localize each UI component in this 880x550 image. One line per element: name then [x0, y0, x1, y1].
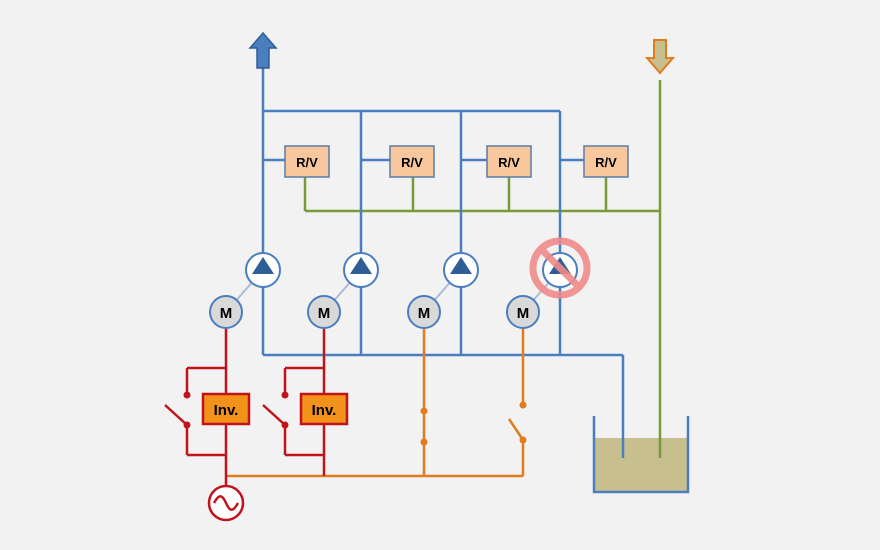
down-arrow-icon: [644, 39, 676, 75]
hydraulic-tank: [592, 416, 690, 494]
rv-label: R/V: [401, 155, 423, 170]
inverter-box-1: Inv.: [201, 392, 251, 426]
motor-icon: M: [307, 295, 341, 329]
motor-label: M: [418, 305, 431, 322]
switch-contact: [183, 391, 191, 399]
rv-valve-2: R/V: [389, 145, 435, 178]
inverter-label: Inv.: [312, 402, 337, 419]
contactor-switch-4: [507, 401, 527, 444]
motor-icon: M: [506, 295, 540, 329]
inverter-label: Inv.: [214, 402, 239, 419]
motor-label: M: [318, 305, 331, 322]
rv-valve-1: R/V: [284, 145, 330, 178]
inverter-box-2: Inv.: [299, 392, 349, 426]
switch-contact: [281, 391, 289, 399]
switch-contact: [281, 421, 289, 429]
contactor-switch-3: [420, 407, 428, 446]
pump-icon: [245, 252, 281, 288]
motor-label: M: [220, 305, 233, 322]
rv-valve-4: R/V: [583, 145, 629, 178]
up-arrow-icon: [248, 31, 278, 69]
rv-label: R/V: [595, 155, 617, 170]
motor-label: M: [517, 305, 530, 322]
motor-icon: M: [407, 295, 441, 329]
ac-source-icon: [207, 484, 245, 522]
hydraulic-lines: [225, 66, 625, 458]
power-lines: [226, 328, 525, 478]
rv-label: R/V: [498, 155, 520, 170]
pump-icon: [343, 252, 379, 288]
control-lines: [303, 80, 662, 458]
rv-label: R/V: [296, 155, 318, 170]
motor-icon: M: [209, 295, 243, 329]
rv-valve-3: R/V: [486, 145, 532, 178]
switch-contact: [183, 421, 191, 429]
pump-icon: [443, 252, 479, 288]
prohibited-icon: [529, 237, 591, 299]
